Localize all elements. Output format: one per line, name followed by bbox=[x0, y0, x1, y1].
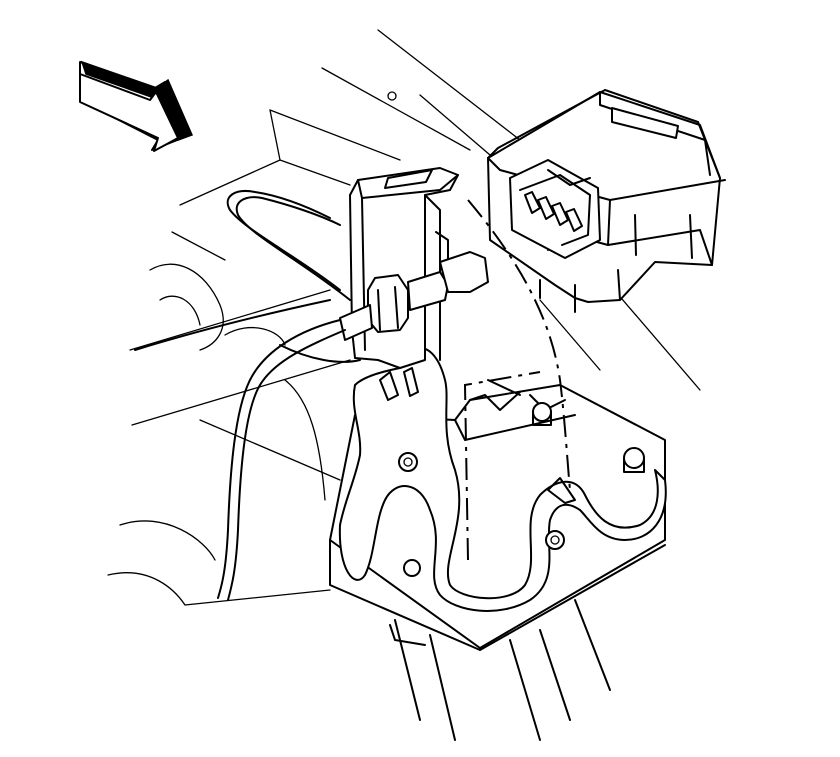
module-mounting-tab bbox=[338, 346, 667, 612]
vehicle-frame-lines bbox=[129, 29, 701, 481]
view-direction-arrow-icon bbox=[79, 60, 194, 152]
floor-contours bbox=[107, 263, 331, 606]
control-module bbox=[487, 89, 726, 313]
wire-harness bbox=[134, 190, 361, 601]
routing-centerlines bbox=[463, 199, 571, 561]
sensor-connector bbox=[339, 251, 489, 341]
module-connector bbox=[509, 159, 601, 259]
